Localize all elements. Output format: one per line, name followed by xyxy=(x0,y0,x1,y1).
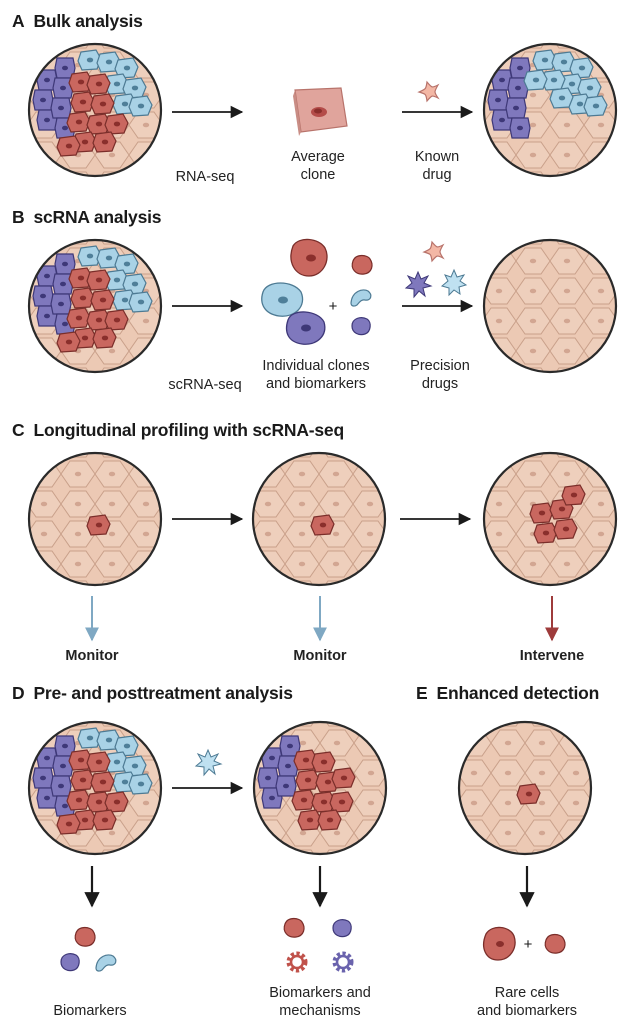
panel-a-title: A Bulk analysis xyxy=(12,11,143,32)
treatment-drug-icon xyxy=(194,748,223,777)
label-monitor-1: Monitor xyxy=(65,648,119,664)
panel-d-title-text: Pre- and posttreatment analysis xyxy=(33,683,293,703)
tumor-tissue-d-pre xyxy=(29,722,161,854)
panel-d-letter: D xyxy=(12,683,25,703)
panel-c-letter: C xyxy=(12,420,25,440)
label-intervene: Intervene xyxy=(519,648,585,664)
panel-b-art: + xyxy=(29,238,618,374)
biomarkers-mechanisms-d-post xyxy=(283,917,354,973)
biomarkers-d-pre xyxy=(60,926,117,972)
tumor-tissue-a-post xyxy=(484,44,616,176)
tissue-e-rare xyxy=(459,722,591,854)
individual-clones xyxy=(261,238,373,345)
panel-a-letter: A xyxy=(12,11,25,31)
tumor-tissue-b-pre xyxy=(29,240,161,372)
panel-e-title-text: Enhanced detection xyxy=(436,683,600,703)
label-precision-drugs: Precision drugs xyxy=(410,358,470,392)
panel-e-title: E Enhanced detection xyxy=(416,683,599,704)
label-biomarkers: Biomarkers xyxy=(53,1003,127,1019)
label-monitor-2: Monitor xyxy=(293,648,347,664)
tumor-tissue-d-post xyxy=(254,722,386,854)
rare-biomarker-blob xyxy=(544,933,566,954)
tissue-c-time2 xyxy=(253,453,385,585)
label-average-clone: Average clone xyxy=(291,149,345,183)
healthy-tissue-b-post xyxy=(482,238,618,374)
tissue-c-time3 xyxy=(484,453,616,585)
rare-plus-sign: + xyxy=(524,936,533,953)
panel-b-title-text: scRNA analysis xyxy=(33,207,162,227)
label-individual-clones: Individual clones and biomarkers xyxy=(262,358,370,392)
known-drug-icon xyxy=(417,80,440,103)
average-clone-cell xyxy=(293,87,348,136)
label-biomarkers-mechanisms: Biomarkers and mechanisms xyxy=(269,985,371,1019)
panel-d-art xyxy=(29,722,386,973)
label-rna-seq: RNA-seq xyxy=(175,169,235,185)
panel-a-art xyxy=(29,44,616,176)
panel-c-title: C Longitudinal profiling with scRNA-seq xyxy=(12,420,344,441)
clones-plus-sign: + xyxy=(329,298,338,315)
label-scrna-seq: scRNA-seq xyxy=(168,377,242,393)
rare-cell-blob xyxy=(483,926,516,961)
panel-e-art: + xyxy=(459,722,591,961)
panel-d-title: D Pre- and posttreatment analysis xyxy=(12,683,293,704)
label-rare-cells: Rare cells and biomarkers xyxy=(477,985,577,1019)
tumor-tissue-a-pre xyxy=(29,44,161,176)
precision-drugs-icon xyxy=(404,240,468,299)
panel-a-title-text: Bulk analysis xyxy=(33,11,143,31)
panel-b-letter: B xyxy=(12,207,25,227)
panel-e-letter: E xyxy=(416,683,428,703)
label-known-drug: Known drug xyxy=(414,149,460,183)
tissue-c-time1 xyxy=(29,453,161,585)
panel-c-title-text: Longitudinal profiling with scRNA-seq xyxy=(33,420,344,440)
panel-c-art xyxy=(29,453,616,642)
